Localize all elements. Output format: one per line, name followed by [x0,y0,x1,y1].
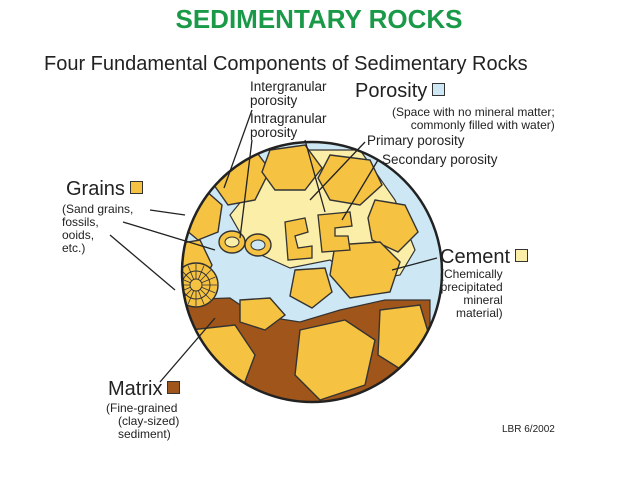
grain [261,144,323,191]
matrix-desc-line-1: (Fine-grained [106,401,178,415]
cement-swatch [515,249,529,263]
porosity-desc-line-2: commonly filled with water) [410,118,555,132]
grain [239,297,287,331]
grains-desc-line-1: (Sand grains, [62,202,134,216]
porosity-swatch [432,83,446,97]
grain [289,267,333,309]
leader-intragranular [239,139,253,239]
grain [329,241,401,299]
primary-porosity-label: Primary porosity [367,133,465,148]
radial-fossil-spoke [199,269,212,282]
rock-outline [180,140,444,404]
matrix-desc-line-3: sediment) [118,427,171,441]
leader-intergranular [223,109,253,189]
figure-title: Four Fundamental Components of Sedimenta… [44,53,528,75]
intragranular-label-line-2: porosity [250,125,298,140]
intragranular-label-line-1: Intragranular [250,111,327,126]
leader-grains-3 [109,234,176,291]
porosity-label: Porosity [355,80,446,103]
grains-title: Grains [66,178,125,200]
matrix-swatch [167,381,181,395]
grain [367,199,419,253]
radial-fossil-spoke [199,288,212,301]
cement-label: Cement [440,246,529,269]
slide-title: SEDIMENTARY ROCKS [175,4,463,34]
radial-fossil-spoke [197,290,205,305]
leader-cement [391,257,438,271]
matrix-desc-line-2: (clay-sized) [118,414,180,428]
intragranular-porosity-label: Intragranular porosity [250,112,327,140]
fossil-fragment [317,211,353,253]
matrix-description: (Fine-grained (clay-sized) sediment) [106,402,179,441]
ooid-core [224,236,240,248]
porosity-desc-line-1: (Space with no mineral matter; [392,105,555,119]
radial-fossil-spoke [182,276,191,284]
matrix-label: Matrix [108,378,181,401]
intergranular-porosity-label: Intergranular porosity [250,80,327,108]
rock-cross-section [182,142,442,402]
fossil-fragment [284,217,313,261]
credit-text: LBR 6/2002 [502,424,555,435]
secondary-porosity-label: Secondary porosity [382,152,498,167]
leader-secondary-porosity [341,159,379,221]
grains-description: (Sand grains, fossils, ooids, etc.) [62,203,133,255]
radial-fossil-spoke [187,265,195,280]
ooid-core [250,239,266,251]
cement-desc-line-2: precipitated [440,280,503,294]
matrix-title: Matrix [108,378,163,400]
radial-fossil-spoke [197,265,205,280]
grains-desc-line-4: etc.) [62,241,86,255]
leader-grains-2 [122,221,216,251]
cement-description: (Chemically precipitated mineral materia… [440,268,503,320]
cement-desc-line-3: mineral [463,293,503,307]
porosity-description: (Space with no mineral matter; commonly … [392,106,555,132]
grains-desc-line-2: fossils, [62,215,99,229]
porosity-title: Porosity [355,80,428,102]
grain [317,154,383,206]
intergranular-label-line-1: Intergranular [250,79,327,94]
cement-title: Cement [440,246,511,268]
grains-swatch [129,181,143,195]
leader-lines [109,109,438,383]
radial-fossil-spoke [201,286,216,294]
leader-matrix [159,317,216,383]
grain [294,319,376,401]
grains-desc-line-3: ooids, [62,228,95,242]
intergranular-label-line-2: porosity [250,93,298,108]
radial-fossil-spoke [201,276,216,284]
cement-desc-line-1: (Chemically [440,267,503,281]
leader-intragranular-2 [304,139,326,213]
radial-fossil-spoke [187,290,195,305]
cement-desc-line-4: material) [456,306,503,320]
leader-grains-1 [149,209,186,216]
grains-label: Grains [66,178,143,201]
leader-primary-porosity [309,141,366,201]
